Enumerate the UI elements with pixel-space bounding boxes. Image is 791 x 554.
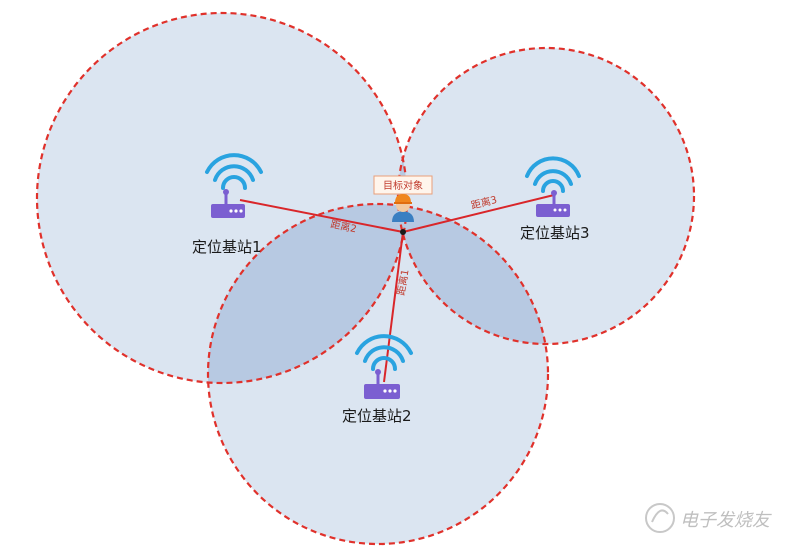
wifi-icon [205, 153, 263, 190]
target-label: 目标对象 [383, 179, 423, 192]
station-2: 定位基站2 [342, 334, 413, 425]
distance-line-3 [402, 194, 555, 233]
station-1-label: 定位基站1 [192, 238, 262, 256]
router-icon [211, 189, 245, 218]
watermark-text: 电子发烧友 [680, 510, 772, 531]
wifi-icon [525, 156, 581, 193]
person-icon [392, 194, 414, 235]
watermark: 电子发烧友 [645, 503, 772, 533]
distance-line-2 [239, 199, 404, 233]
station-3: 定位基站3 [520, 156, 590, 242]
router-icon [364, 369, 400, 399]
station-1: 定位基站1 [192, 153, 263, 256]
target: 目标对象 [373, 175, 433, 235]
station-2-label: 定位基站2 [342, 407, 412, 425]
coverage-circle-2-outline [206, 202, 550, 546]
overlap-2-3 [398, 204, 548, 344]
station-3-label: 定位基站3 [520, 224, 590, 242]
router-icon [536, 190, 570, 217]
wifi-icon [355, 334, 413, 371]
watermark-logo-icon [645, 503, 675, 533]
